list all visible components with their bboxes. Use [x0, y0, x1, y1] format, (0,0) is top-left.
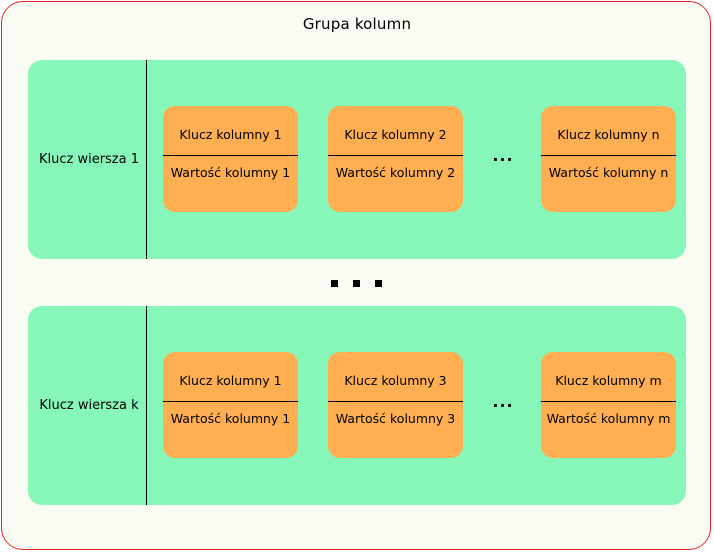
- column-cell: Klucz kolumny 1 Wartość kolumny 1: [163, 106, 298, 212]
- row-key-cell: Klucz wiersza k: [28, 306, 146, 505]
- row-key-label: Klucz wiersza k: [39, 398, 139, 413]
- column-key-label: Klucz kolumny 2: [344, 127, 447, 142]
- ellipsis-dot: [375, 280, 382, 287]
- cell-divider: [163, 401, 298, 402]
- column-key-label: Klucz kolumny 1: [179, 127, 282, 142]
- cell-divider: [328, 155, 463, 156]
- column-cell: Klucz kolumny 2 Wartość kolumny 2: [328, 106, 463, 212]
- row-key-cell: Klucz wiersza 1: [28, 60, 146, 259]
- diagram-title: Grupa kolumn: [302, 15, 412, 33]
- row-key-divider: [146, 306, 147, 505]
- column-value-label: Wartość kolumny m: [546, 411, 671, 426]
- ellipsis-dot: [331, 280, 338, 287]
- column-cell: Klucz kolumny n Wartość kolumny n: [541, 106, 676, 212]
- column-cell: Klucz kolumny 3 Wartość kolumny 3: [328, 352, 463, 458]
- column-ellipsis: ...: [492, 146, 514, 165]
- column-key-label: Klucz kolumny 3: [344, 373, 447, 388]
- column-value-label: Wartość kolumny 1: [170, 165, 291, 180]
- row-block: Klucz wiersza k Klucz kolumny 1 Wartość …: [28, 306, 686, 505]
- column-cell: Klucz kolumny 1 Wartość kolumny 1: [163, 352, 298, 458]
- row-key-label: Klucz wiersza 1: [38, 152, 140, 167]
- column-value-label: Wartość kolumny 3: [335, 411, 456, 426]
- column-value-label: Wartość kolumny 2: [335, 165, 456, 180]
- column-ellipsis: ...: [492, 392, 514, 411]
- row-key-divider: [146, 60, 147, 259]
- column-value-label: Wartość kolumny n: [548, 165, 669, 180]
- ellipsis-dot: [353, 280, 360, 287]
- column-value-label: Wartość kolumny 1: [170, 411, 291, 426]
- cell-divider: [328, 401, 463, 402]
- cell-divider: [163, 155, 298, 156]
- row-block: Klucz wiersza 1 Klucz kolumny 1 Wartość …: [28, 60, 686, 259]
- column-key-label: Klucz kolumny m: [555, 373, 662, 388]
- column-key-label: Klucz kolumny n: [557, 127, 660, 142]
- cell-divider: [541, 401, 676, 402]
- column-cell: Klucz kolumny m Wartość kolumny m: [541, 352, 676, 458]
- row-ellipsis: [331, 280, 383, 288]
- column-key-label: Klucz kolumny 1: [179, 373, 282, 388]
- cell-divider: [541, 155, 676, 156]
